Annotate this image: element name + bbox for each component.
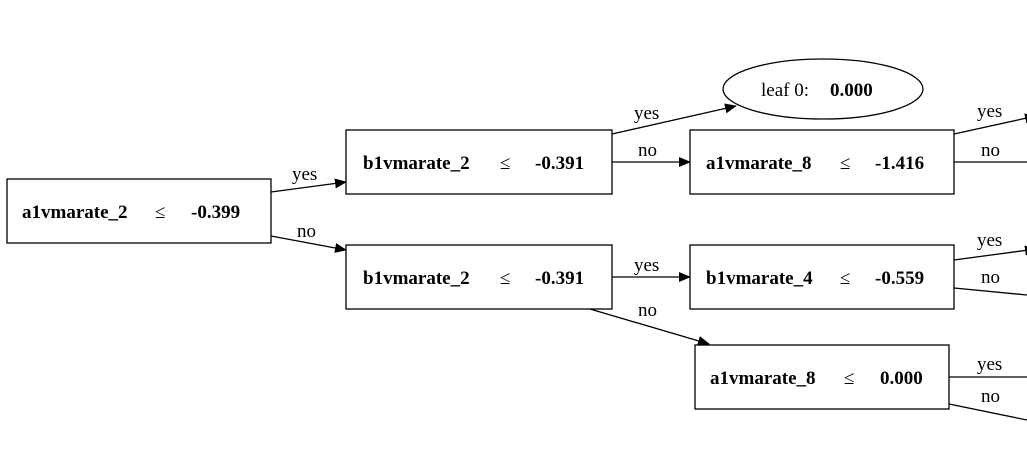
- node-n4-threshold: -0.559: [875, 268, 924, 289]
- node-n4: b1vmarate_4 ≤ -0.559: [689, 244, 955, 310]
- node-n5-op: ≤: [844, 368, 854, 389]
- edge-label-n2-n5: no: [638, 300, 657, 321]
- node-root-threshold: -0.399: [191, 202, 240, 223]
- node-n1-op: ≤: [500, 153, 510, 174]
- node-n3: a1vmarate_8 ≤ -1.416: [689, 129, 955, 195]
- edge-label-n4-out-yes: yes: [977, 230, 1002, 251]
- edge-label-n5-out-no: no: [981, 386, 1000, 407]
- node-root: a1vmarate_2 ≤ -0.399: [6, 178, 272, 244]
- nodes: a1vmarate_2 ≤ -0.399 b1vmarate_2 ≤ -0.39…: [6, 58, 955, 410]
- edge-label-n4-out-no: no: [981, 267, 1000, 288]
- edge-n5-out-no: [948, 403, 1027, 421]
- node-n5: a1vmarate_8 ≤ 0.000: [694, 344, 950, 410]
- node-leaf0: leaf 0: 0.000: [722, 58, 924, 120]
- edge-label-n1-leaf0: yes: [634, 103, 659, 124]
- edge-n1-leaf0: [611, 103, 737, 135]
- edge-root-n1: [270, 178, 347, 193]
- node-n1: b1vmarate_2 ≤ -0.391: [345, 129, 613, 195]
- edge-label-n5-out-yes: yes: [977, 354, 1002, 375]
- node-n3-feature: a1vmarate_8: [706, 153, 812, 174]
- edges: yes no yes no yes no yes no yes no yes n…: [270, 101, 1027, 421]
- node-root-feature: a1vmarate_2: [22, 202, 128, 223]
- edge-label-n3-out-no: no: [981, 140, 1000, 161]
- node-n5-feature: a1vmarate_8: [710, 368, 816, 389]
- edge-n4-out-yes: [953, 245, 1027, 261]
- edge-label-root-n1: yes: [292, 164, 317, 185]
- leaf0-label: leaf 0:: [761, 80, 809, 101]
- node-n1-threshold: -0.391: [535, 153, 584, 174]
- leaf0-value: 0.000: [830, 80, 873, 101]
- node-root-op: ≤: [155, 202, 165, 223]
- edge-n2-n5: [589, 308, 710, 346]
- edge-label-n2-n4: yes: [634, 255, 659, 276]
- edge-label-root-n2: no: [297, 221, 316, 242]
- edge-root-n2: [270, 235, 347, 253]
- edge-n3-out-yes: [953, 113, 1027, 135]
- node-n3-op: ≤: [840, 153, 850, 174]
- node-n2: b1vmarate_2 ≤ -0.391: [345, 244, 613, 310]
- edge-n4-out-no: [953, 287, 1027, 296]
- node-n5-threshold: 0.000: [880, 368, 923, 389]
- node-n2-op: ≤: [500, 268, 510, 289]
- node-n3-threshold: -1.416: [875, 153, 924, 174]
- node-n2-threshold: -0.391: [535, 268, 584, 289]
- node-n2-feature: b1vmarate_2: [363, 268, 470, 289]
- node-n4-op: ≤: [840, 268, 850, 289]
- node-n4-feature: b1vmarate_4: [706, 268, 813, 289]
- edge-label-n3-out-yes: yes: [977, 101, 1002, 122]
- node-n1-feature: b1vmarate_2: [363, 153, 470, 174]
- edge-label-n1-n3: no: [638, 140, 657, 161]
